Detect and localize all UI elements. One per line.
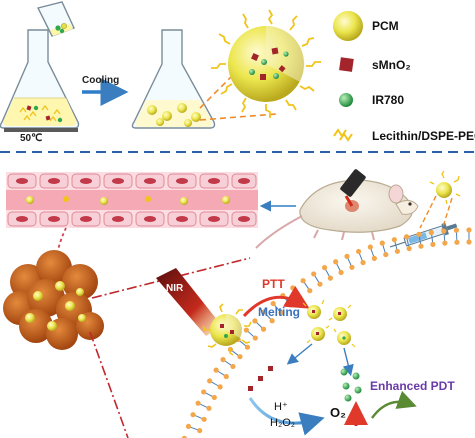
catalysis-arrow xyxy=(248,397,325,436)
legend-lecithin-symbol xyxy=(333,128,353,142)
ptt-arrow xyxy=(242,285,310,318)
flask-heated xyxy=(0,29,80,132)
legend-ir780-symbol xyxy=(339,93,353,107)
flask-cooled xyxy=(131,29,216,129)
nanoparticle-large xyxy=(211,9,321,118)
mouse-illustration xyxy=(255,179,419,249)
h2o2-label: H₂O₂ xyxy=(270,417,296,429)
pdt-arrow xyxy=(371,390,417,419)
nir-label: NIR xyxy=(166,283,184,294)
legend-label-smno2: sMnO₂ xyxy=(372,58,411,72)
nanoparticle-irradiated xyxy=(202,303,252,356)
blood-vessel xyxy=(6,172,258,228)
pouring-beaker xyxy=(36,1,75,37)
melting-label: Melting xyxy=(258,305,300,319)
injected-particle xyxy=(436,182,452,198)
oxygen-molecules xyxy=(340,368,362,402)
temperature-label: 50℃ xyxy=(20,133,43,144)
legend-label-ir780: IR780 xyxy=(372,93,405,107)
melting-particles xyxy=(302,299,356,348)
o2-label: O₂ xyxy=(330,405,346,420)
h-plus-label: H⁺ xyxy=(274,401,288,413)
enhanced-pdt-label: Enhanced PDT xyxy=(370,379,455,393)
released-mno2 xyxy=(248,366,273,391)
legend-pcm-symbol xyxy=(333,11,363,41)
cooling-label: Cooling xyxy=(82,75,120,86)
legend-label-pcm: PCM xyxy=(372,19,399,33)
legend-smno2-symbol xyxy=(339,57,354,72)
nir-beam xyxy=(156,268,222,336)
legend-label-lecithin: Lecithin/DSPE-PEG xyxy=(372,129,475,143)
tumor-mass xyxy=(3,250,104,350)
cell-membrane xyxy=(181,227,472,438)
syringe xyxy=(389,222,458,248)
laser-device xyxy=(340,169,366,207)
ptt-label: PTT xyxy=(262,277,285,291)
